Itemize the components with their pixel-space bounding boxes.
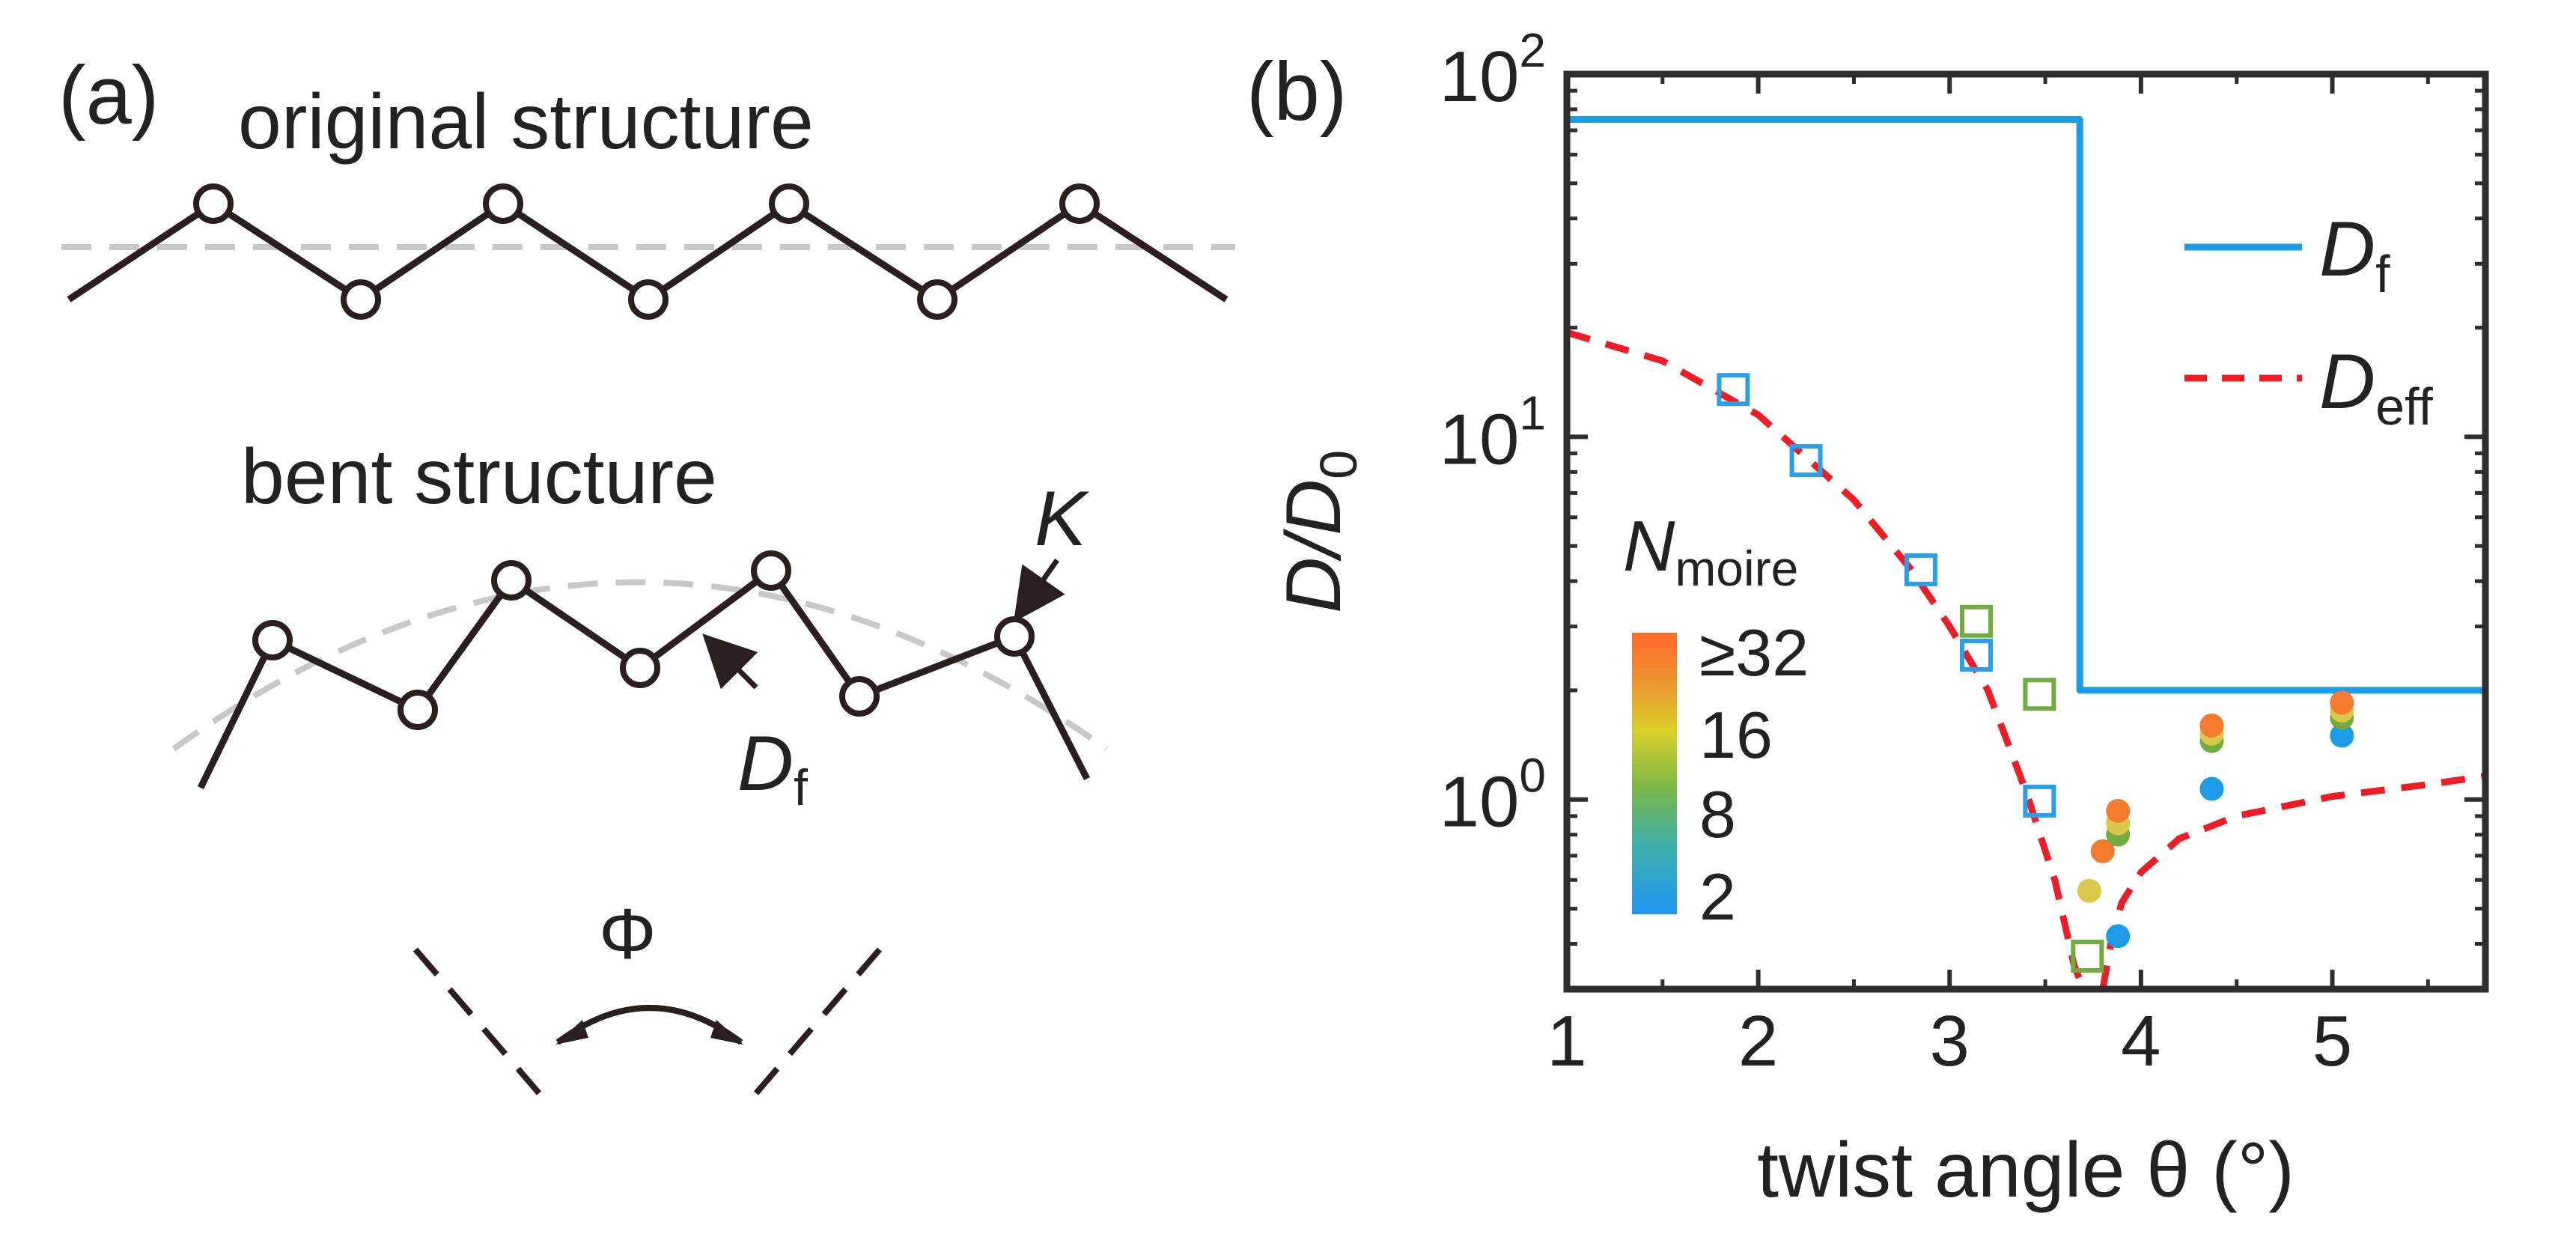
node: [839, 676, 880, 717]
panel-b-label: (b): [1246, 46, 1347, 138]
node: [769, 183, 809, 224]
legend-label-df: Df: [2319, 206, 2390, 303]
panel-a-label: (a): [58, 49, 159, 142]
colorbar-label-8: 8: [1699, 777, 1736, 851]
node: [398, 690, 438, 730]
series-layer: [1565, 116, 2486, 991]
phi-arrowhead-left: [555, 1020, 588, 1045]
dot-marker: [2090, 839, 2115, 863]
node: [491, 560, 532, 601]
square-marker: [1960, 604, 1994, 638]
square-marker: [1789, 444, 1823, 478]
y-axis-label: D/D0: [1270, 450, 1368, 613]
colorbar-title-sub: moire: [1675, 541, 1798, 596]
y-tick-label: 100: [1440, 749, 1546, 842]
node: [628, 279, 669, 320]
y-tick-label-exp: 2: [1519, 23, 1546, 77]
original-structure-title: original structure: [238, 79, 814, 165]
panel-a: (a) original structure bent structure: [58, 49, 1235, 1095]
dot-marker: [2199, 713, 2224, 738]
label-Df-sub: f: [794, 759, 808, 816]
square-marker: [1904, 553, 1937, 586]
label-Df: Df: [737, 720, 808, 816]
node: [917, 279, 957, 320]
dot-marker: [2330, 723, 2354, 748]
x-axis-label: twist angle θ (°): [1757, 1127, 2295, 1214]
square-marker: [2023, 784, 2056, 818]
label-Df-main: D: [737, 720, 794, 807]
node: [994, 616, 1035, 657]
label-K: K: [1035, 475, 1090, 562]
colorbar-title-main: N: [1623, 506, 1675, 586]
dot-marker: [2106, 799, 2131, 824]
node: [1059, 183, 1100, 224]
colorbar-label-32: ≥32: [1699, 616, 1809, 690]
phi-left-line: [412, 947, 542, 1095]
series-d-f-line: [1567, 116, 2485, 694]
node: [252, 620, 293, 660]
legend-df-sub: f: [2375, 245, 2390, 303]
bent-structure-title: bent structure: [241, 434, 717, 520]
arrow-Df: [702, 633, 758, 690]
colorbar-title: Nmoire: [1623, 506, 1798, 596]
legend-deff-main: D: [2319, 338, 2375, 425]
colorbar-label-16: 16: [1699, 698, 1773, 772]
y-tick-label-base: 10: [1440, 399, 1520, 479]
square-marker: [2023, 678, 2056, 711]
colorbar-gradient-bar: [1632, 633, 1677, 914]
y-tick-label-base: 10: [1440, 762, 1520, 842]
x-tick-label: 2: [1738, 1001, 1778, 1081]
phi-arrowhead-right: [710, 1020, 743, 1045]
points-layer: [1717, 373, 2354, 973]
dot-marker: [2106, 924, 2131, 949]
dot-marker: [2199, 776, 2224, 801]
legend: Df Deff: [2184, 206, 2433, 436]
node: [483, 183, 523, 224]
x-tick-labels: 1 2 3 4 5: [1547, 1001, 2352, 1081]
legend-deff-sub: eff: [2375, 377, 2433, 436]
y-tick-label-exp: 0: [1519, 749, 1546, 803]
node: [341, 279, 381, 320]
dot-marker: [2077, 878, 2101, 903]
x-tick-label: 1: [1547, 1001, 1586, 1081]
series-d-eff-line: [1565, 329, 2486, 991]
square-marker: [1960, 638, 1994, 672]
y-axis-label-main: D/D: [1270, 479, 1357, 613]
y-tick-label: 102: [1440, 23, 1546, 117]
phi-right-line: [753, 947, 883, 1095]
bent-guide-curve: [171, 579, 1109, 752]
square-marker: [2071, 939, 2104, 973]
label-phi: Φ: [599, 894, 657, 974]
plot-frame: [1563, 70, 2489, 993]
legend-label-deff: Deff: [2319, 338, 2433, 436]
x-tick-label: 5: [2312, 1001, 2352, 1081]
node: [193, 183, 234, 224]
original-nodes: [193, 183, 1100, 320]
colorbar-label-2: 2: [1699, 860, 1736, 934]
square-marker: [1717, 373, 1750, 407]
node: [751, 550, 791, 591]
arrow-K: [1013, 558, 1065, 622]
y-axis-label-sub: 0: [1309, 450, 1368, 479]
x-tick-label: 4: [2121, 1001, 2161, 1081]
legend-df-main: D: [2319, 206, 2375, 293]
y-tick-label-exp: 1: [1519, 386, 1546, 440]
dot-marker: [2330, 690, 2354, 715]
y-tick-label: 101: [1440, 386, 1546, 479]
x-tick-label: 3: [1930, 1001, 1970, 1081]
node: [620, 648, 660, 688]
colorbar: Nmoire ≥32 16 8 2: [1623, 506, 1809, 934]
y-tick-label-base: 10: [1440, 37, 1520, 117]
